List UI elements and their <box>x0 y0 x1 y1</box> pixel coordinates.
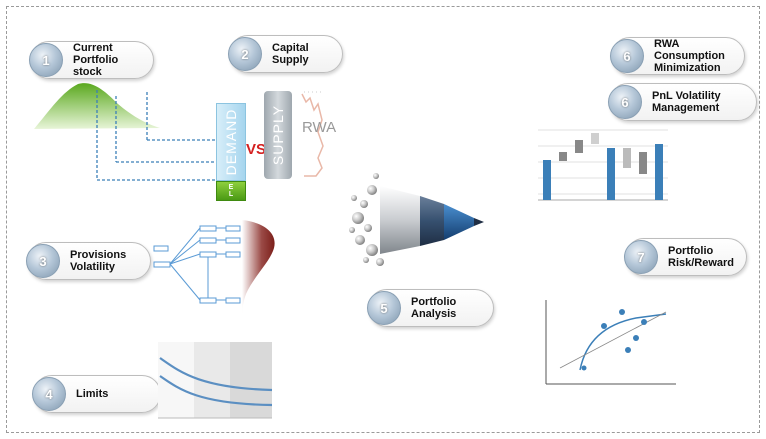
el-letter-e: E <box>228 184 234 191</box>
step-6-pnl-label: PnL Volatility Management <box>652 90 721 114</box>
step-7-badge: 7 <box>624 240 658 274</box>
demand-bar: DEMAND <box>216 103 246 181</box>
step-6-rwa-badge: 6 <box>610 39 644 73</box>
step-2-label: Capital Supply <box>272 42 309 66</box>
risk-reward-chart <box>545 300 676 385</box>
step-6-rwa-label: RWA Consumption Minimization <box>654 38 725 74</box>
waterfall-chart <box>538 129 668 201</box>
step-4-label: Limits <box>76 388 109 400</box>
vs-label: VS <box>246 141 267 158</box>
rwa-waveform <box>301 93 324 177</box>
rwa-label: RWA <box>302 119 337 136</box>
step-2-badge: 2 <box>228 37 262 71</box>
portfolio-analysis-cone <box>349 173 484 266</box>
step-7-label: Portfolio Risk/Reward <box>668 245 735 269</box>
step-4-badge: 4 <box>32 377 66 411</box>
demand-label: DEMAND <box>223 108 239 176</box>
step-3-badge: 3 <box>26 244 60 278</box>
supply-bar: SUPPLY <box>264 91 292 179</box>
supply-label: SUPPLY <box>270 104 286 166</box>
step-6-pnl-badge: 6 <box>608 85 642 119</box>
step-5-label: Portfolio Analysis <box>411 296 457 320</box>
limits-chart <box>158 342 273 419</box>
step-1-label: Current Portfolio stock <box>73 42 119 78</box>
provisions-tree <box>153 225 241 304</box>
step-3-label: Provisions Volatility <box>70 249 127 273</box>
diagram-frame <box>6 6 760 433</box>
step-5-badge: 5 <box>367 291 401 325</box>
loss-distribution-curve <box>242 220 275 318</box>
el-letter-l: L <box>228 191 234 198</box>
el-box: E L <box>216 181 246 201</box>
dashed-connectors <box>96 90 216 181</box>
step-1-badge: 1 <box>29 43 63 77</box>
